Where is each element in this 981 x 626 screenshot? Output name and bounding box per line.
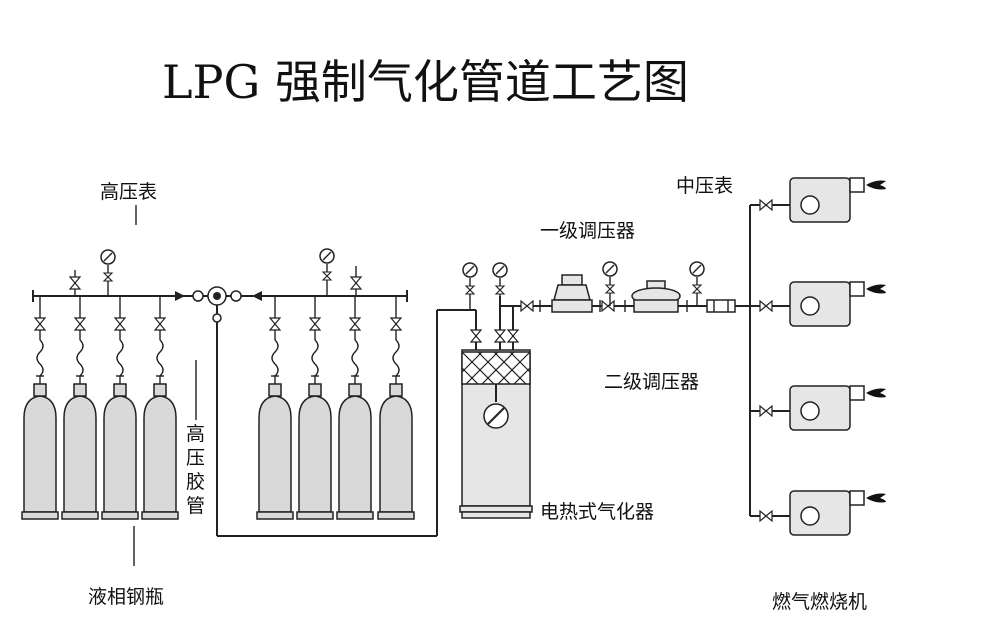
liquid-cylinder [61, 296, 99, 520]
valve [68, 276, 82, 290]
pressure-gauge-icon [689, 261, 705, 306]
label-liquid-cylinders: 液相钢瓶 [88, 586, 164, 608]
label-second-stage-regulator: 二级调压器 [604, 371, 699, 393]
pressure-gauge-icon [319, 248, 335, 296]
liquid-cylinder [377, 296, 415, 520]
liquid-cylinder [21, 296, 59, 520]
pressure-gauge-icon [100, 249, 116, 296]
electric-vaporizer [459, 349, 533, 519]
valve [349, 276, 363, 290]
line-filter [706, 299, 736, 313]
burner-3 [750, 385, 886, 431]
valve [506, 329, 520, 343]
label-high-pressure-gauge: 高压表 [100, 181, 157, 203]
valve [759, 299, 773, 313]
pressure-gauge-icon [602, 261, 618, 306]
valve [469, 329, 483, 343]
valve-set [68, 198, 773, 523]
valve [493, 329, 507, 343]
label-gas-burner: 燃气燃烧机 [772, 591, 867, 613]
valve [759, 404, 773, 418]
pressure-gauge-icon [492, 262, 508, 306]
valve [520, 299, 534, 313]
pressure-gauge-set [100, 248, 705, 310]
valve [601, 299, 615, 313]
burner-4 [750, 490, 886, 536]
label-high-pressure-hose-text: 高压胶管 [186, 423, 205, 517]
liquid-cylinder [336, 296, 374, 520]
liquid-cylinder [256, 296, 294, 520]
burner-1 [750, 177, 886, 223]
label-electric-vaporizer: 电热式气化器 [540, 501, 654, 523]
valve [759, 198, 773, 212]
second-stage-regulator [624, 280, 688, 313]
supply-pipe-fitting [212, 313, 222, 323]
burner-2 [750, 281, 886, 327]
label-first-stage-regulator: 一级调压器 [540, 220, 635, 242]
diagram-title: LPG 强制气化管道工艺图 [162, 55, 689, 109]
liquid-cylinder [101, 296, 139, 520]
liquid-cylinder-bank [21, 296, 415, 520]
liquid-cylinder [296, 296, 334, 520]
pressure-gauge-icon [462, 262, 478, 310]
label-high-pressure-hose: 高压胶管 [186, 423, 205, 517]
changeover-valve [175, 286, 262, 306]
valve [759, 509, 773, 523]
liquid-cylinder [141, 296, 179, 520]
label-medium-pressure-gauge: 中压表 [676, 175, 733, 197]
first-stage-regulator [539, 274, 601, 313]
